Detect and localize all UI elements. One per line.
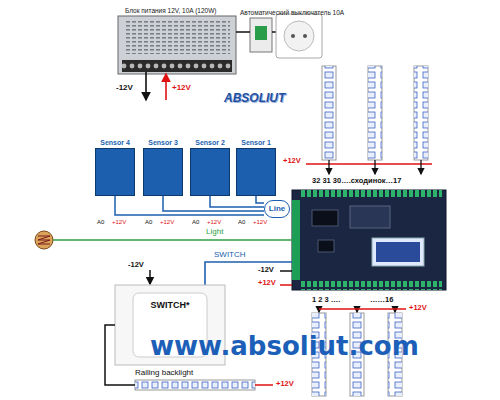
logo: ABSOLIUT [224, 92, 285, 105]
voltage-label: +12V [172, 84, 191, 93]
chip [312, 210, 338, 226]
strip-wire [328, 160, 329, 174]
minus-wire [145, 72, 147, 100]
controller-board [292, 190, 446, 290]
node-heading: Блок питания 12V, 10A (120W) [125, 7, 216, 14]
photoresistor-track [38, 236, 50, 244]
voltage-label: +12V [409, 304, 427, 312]
wire-connector [256, 196, 264, 203]
signal-name: Light [206, 228, 223, 237]
psu-terminals [122, 60, 232, 72]
led-strip-leds [322, 66, 336, 160]
voltage-label: +12V [276, 380, 294, 388]
voltage-label: +12V [258, 279, 276, 287]
psu-screws [122, 60, 232, 72]
pin-name: A0 [238, 219, 245, 226]
wire-connector [210, 196, 264, 207]
socket-hole [303, 34, 307, 38]
power-supply: Блок питания 12V, 10A (120W) [118, 16, 236, 74]
switch-wire [205, 262, 292, 285]
channel-numbers: 32 31 30….сходинок…17 [312, 177, 401, 185]
photoresistor [35, 231, 53, 249]
signal-name: SWITCH [214, 251, 246, 260]
plus-wire [165, 74, 167, 100]
plus-bus [306, 163, 432, 164]
strip-wire [374, 160, 375, 174]
plus-wire [280, 284, 292, 286]
node-heading: Sensor 2 [195, 139, 225, 147]
node-heading: Автоматический выключатель 10A [240, 9, 344, 16]
psu-vents [124, 20, 230, 54]
plus-wire [255, 384, 273, 386]
railing-strip [135, 380, 255, 390]
module [350, 206, 390, 228]
channel-numbers: ……16 [370, 296, 393, 304]
pin-name: +12V [112, 219, 126, 226]
node-heading: Sensor 4 [100, 139, 130, 147]
wire-connector [163, 196, 264, 211]
wire-connector [236, 31, 250, 33]
strip-wire [420, 160, 421, 174]
node-heading: Railing backlight [135, 369, 193, 378]
led-strip-leds [414, 66, 428, 160]
wire-connector [115, 196, 264, 215]
breaker-toggle [255, 26, 267, 40]
voltage-label: +12V [283, 157, 301, 165]
pin-name: +12V [207, 219, 221, 226]
sensor-module: Sensor 2 [190, 148, 230, 196]
sensor-module: Sensor 3 [143, 148, 183, 196]
sensor-module: Sensor 4 [95, 148, 135, 196]
chip [318, 240, 334, 252]
led-strip-leds [368, 66, 382, 160]
led-strip [368, 66, 382, 160]
watermark: www.absoliut.com [150, 332, 419, 361]
wire-connector [105, 325, 135, 385]
voltage-label: -12V [116, 84, 133, 93]
socket-plate [276, 14, 322, 58]
line-bus: Line [264, 200, 290, 218]
minus-wire [280, 270, 292, 272]
node-heading: Sensor 1 [241, 139, 271, 147]
voltage-label: -12V [128, 261, 144, 269]
minus-wire [149, 270, 151, 284]
railing-leds [135, 380, 255, 390]
pin-name: A0 [145, 219, 152, 226]
voltage-label: -12V [258, 266, 274, 274]
channel-numbers: 1 2 3 …. [312, 296, 340, 304]
terminal-row [300, 281, 442, 290]
node-heading: Sensor 3 [148, 139, 178, 147]
display [372, 238, 424, 266]
node-text: Line [269, 205, 285, 214]
psu-body [118, 16, 236, 74]
breaker-socket-wire [272, 31, 276, 33]
sensor-module: Sensor 1 [236, 148, 276, 196]
railing-strip: Railing backlight [135, 380, 255, 390]
pin-name: A0 [192, 219, 199, 226]
pin-name: +12V [160, 219, 174, 226]
circuit-breaker: Автоматический выключатель 10A [250, 18, 272, 52]
socket-hole [291, 34, 295, 38]
pin-name: A0 [97, 219, 104, 226]
light-wire [53, 239, 292, 241]
plus-bus [319, 308, 406, 309]
terminal-row [292, 200, 300, 280]
breaker-body [250, 18, 272, 52]
socket-face [284, 21, 314, 51]
led-strip [414, 66, 428, 160]
display-screen [376, 242, 420, 262]
terminal-row [300, 190, 442, 199]
pin-name: +12V [253, 219, 267, 226]
led-strip [322, 66, 336, 160]
